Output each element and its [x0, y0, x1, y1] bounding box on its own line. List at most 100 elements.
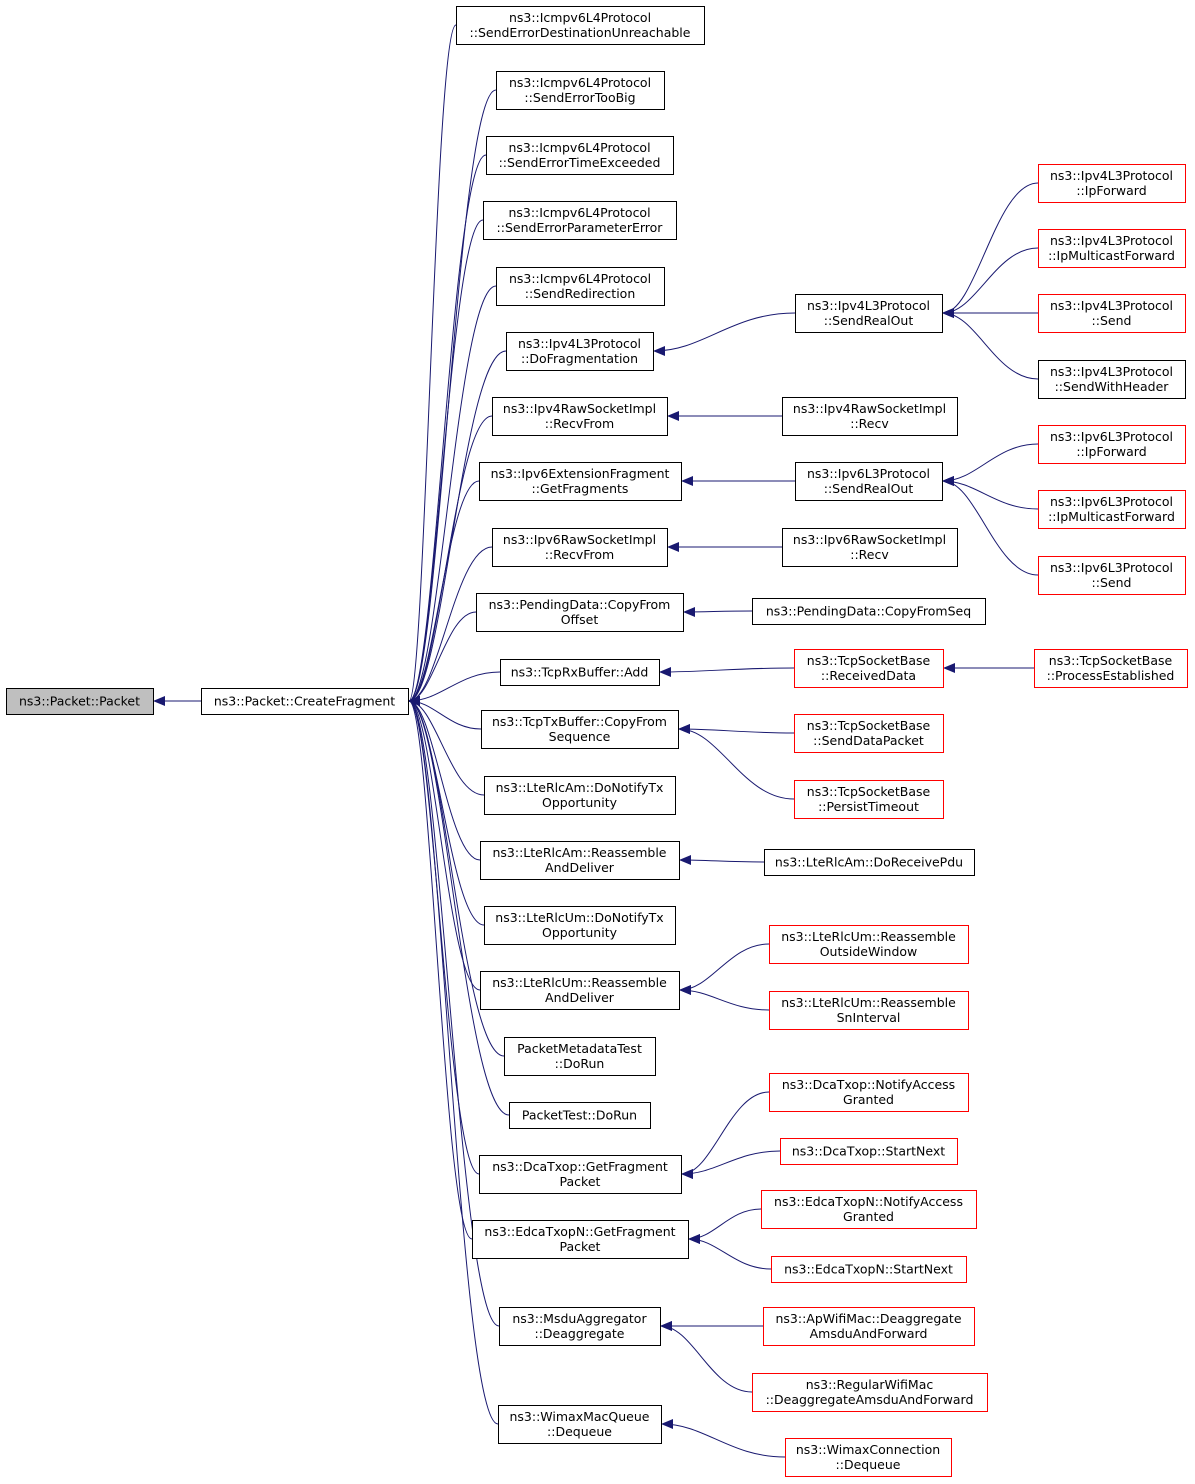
node-label-line: ns3::TcpSocketBase	[1049, 653, 1173, 668]
node-label-line: ns3::DcaTxop::StartNext	[792, 1144, 945, 1159]
node-pmt_dorun[interactable]: PacketMetadataTest::DoRun	[504, 1037, 656, 1076]
edge-icmp_redir-to-createfrag	[408, 285, 497, 706]
node-ipv4raw_recvfrom[interactable]: ns3::Ipv4RawSocketImpl::RecvFrom	[492, 397, 668, 436]
node-pt_dorun[interactable]: PacketTest::DoRun	[509, 1102, 651, 1129]
node-box	[752, 598, 986, 625]
node-label-line: ::SendRealOut	[824, 313, 914, 328]
node-label-line: ::Recv	[850, 547, 889, 562]
node-box	[1038, 229, 1186, 268]
node-ipv6_send[interactable]: ns3::Ipv6L3Protocol::Send	[1038, 556, 1186, 595]
node-label-line: ns3::TcpSocketBase	[807, 718, 931, 733]
node-ipv6_ipmcast[interactable]: ns3::Ipv6L3Protocol::IpMulticastForward	[1038, 490, 1186, 529]
node-ipv6_sendrealout[interactable]: ns3::Ipv6L3Protocol::SendRealOut	[795, 462, 943, 501]
node-label-line: Opportunity	[542, 795, 618, 810]
node-label-line: ::DeaggregateAmsduAndForward	[766, 1392, 974, 1407]
node-apwifi_deagg[interactable]: ns3::ApWifiMac::DeaggregateAmsduAndForwa…	[763, 1307, 975, 1346]
node-label-line: ns3::Ipv6RawSocketImpl	[793, 532, 946, 547]
edge-pending_copyseq-to-pending_copyoff	[683, 606, 753, 617]
node-label-line: ns3::EdcaTxopN::GetFragment	[484, 1224, 675, 1239]
edge-pt_dorun-to-createfrag	[408, 696, 510, 1116]
node-tcp_procest[interactable]: ns3::TcpSocketBase::ProcessEstablished	[1034, 649, 1188, 688]
node-label-line: Packet	[560, 1239, 601, 1254]
node-icmp_time[interactable]: ns3::Icmpv6L4Protocol::SendErrorTimeExce…	[486, 136, 674, 175]
node-label-line: ns3::TcpTxBuffer::CopyFrom	[492, 714, 667, 729]
edge-rlcum_reasm-to-createfrag	[408, 696, 481, 991]
node-box	[498, 1405, 662, 1444]
node-wimaxconn_deq[interactable]: ns3::WimaxConnection::Dequeue	[785, 1438, 952, 1477]
node-tcp_persist[interactable]: ns3::TcpSocketBase::PersistTimeout	[794, 780, 944, 819]
edge-ipv6ext_getfrag-to-createfrag	[408, 480, 480, 706]
node-label-line: Packet	[560, 1174, 601, 1189]
node-label-line: ns3::TcpRxBuffer::Add	[511, 665, 649, 680]
node-label-line: ::SendDataPacket	[813, 733, 924, 748]
node-label-line: ns3::Ipv4L3Protocol	[1050, 364, 1173, 379]
node-ipv4_ipmcast[interactable]: ns3::Ipv4L3Protocol::IpMulticastForward	[1038, 229, 1186, 268]
node-createfrag[interactable]: ns3::Packet::CreateFragment	[201, 688, 409, 715]
node-label-line: ns3::Ipv4L3Protocol	[1050, 298, 1173, 313]
node-tcprx_add[interactable]: ns3::TcpRxBuffer::Add	[500, 659, 660, 686]
node-label-line: ns3::Icmpv6L4Protocol	[509, 10, 651, 25]
edge-rlcum_sninterval-to-rlcum_reasm	[679, 985, 770, 1011]
node-box	[480, 971, 680, 1010]
node-edca_startnext[interactable]: ns3::EdcaTxopN::StartNext	[771, 1256, 967, 1283]
node-label-line: ns3::Ipv6L3Protocol	[1050, 494, 1173, 509]
node-box	[483, 201, 677, 240]
node-ipv6_ipforward[interactable]: ns3::Ipv6L3Protocol::IpForward	[1038, 425, 1186, 464]
node-box	[1038, 164, 1186, 203]
node-label-line: ns3::RegularWifiMac	[806, 1377, 934, 1392]
node-label-line: AmsduAndForward	[810, 1326, 928, 1341]
node-icmp_param[interactable]: ns3::Icmpv6L4Protocol::SendErrorParamete…	[483, 201, 677, 240]
edge-ipv6_send-to-ipv6_sendrealout	[942, 476, 1039, 576]
node-dca_startnext[interactable]: ns3::DcaTxop::StartNext	[780, 1138, 958, 1165]
node-ipv4_ipforward[interactable]: ns3::Ipv4L3Protocol::IpForward	[1038, 164, 1186, 203]
node-box	[1038, 556, 1186, 595]
node-label-line: ::DoFragmentation	[521, 351, 638, 366]
node-box	[769, 925, 969, 964]
node-ipv4_dofrag[interactable]: ns3::Ipv4L3Protocol::DoFragmentation	[506, 332, 654, 371]
node-ipv6raw_recv[interactable]: ns3::Ipv6RawSocketImpl::Recv	[782, 528, 958, 567]
node-icmp_redir[interactable]: ns3::Icmpv6L4Protocol::SendRedirection	[496, 267, 665, 306]
node-wimax_deq[interactable]: ns3::WimaxMacQueue::Dequeue	[498, 1405, 662, 1444]
node-label-line: ns3::PendingData::CopyFrom	[489, 597, 671, 612]
node-regwifi_deagg[interactable]: ns3::RegularWifiMac::DeaggregateAmsduAnd…	[752, 1373, 988, 1412]
node-tcp_senddata[interactable]: ns3::TcpSocketBase::SendDataPacket	[794, 714, 944, 753]
node-ipv4raw_recv[interactable]: ns3::Ipv4RawSocketImpl::Recv	[782, 397, 958, 436]
node-ipv4_send[interactable]: ns3::Ipv4L3Protocol::Send	[1038, 294, 1186, 333]
node-label-line: ::Dequeue	[836, 1457, 901, 1472]
node-rlcam_dorecv[interactable]: ns3::LteRlcAm::DoReceivePdu	[764, 849, 975, 876]
node-ipv4_sendhdr[interactable]: ns3::Ipv4L3Protocol::SendWithHeader	[1038, 360, 1186, 399]
edge-ipv4_dofrag-to-createfrag	[408, 350, 507, 706]
node-ipv4_sendrealout[interactable]: ns3::Ipv4L3Protocol::SendRealOut	[795, 294, 943, 333]
edge-edca_startnext-to-edca_getfrag	[688, 1234, 772, 1270]
node-label-line: ns3::LteRlcUm::Reassemble	[781, 929, 956, 944]
edge-icmp_time-to-createfrag	[408, 154, 487, 706]
node-box	[476, 593, 684, 632]
node-ipv6raw_recvfrom[interactable]: ns3::Ipv6RawSocketImpl::RecvFrom	[492, 528, 668, 567]
node-msdu_deagg[interactable]: ns3::MsduAggregator::Deaggregate	[499, 1307, 661, 1346]
node-label-line: ::DoRun	[555, 1056, 605, 1071]
node-label-line: ns3::Ipv4RawSocketImpl	[793, 401, 946, 416]
node-icmp_dest[interactable]: ns3::Icmpv6L4Protocol::SendErrorDestinat…	[456, 6, 705, 45]
node-label-line: ns3::Ipv4L3Protocol	[518, 336, 641, 351]
node-pending_copyseq[interactable]: ns3::PendingData::CopyFromSeq	[752, 598, 986, 625]
node-box	[769, 1073, 969, 1112]
node-label-line: ::SendErrorParameterError	[497, 220, 664, 235]
node-tcp_recvdata[interactable]: ns3::TcpSocketBase::ReceivedData	[794, 649, 944, 688]
node-box	[479, 462, 682, 501]
node-label-line: PacketMetadataTest	[517, 1041, 642, 1056]
node-icmp_big[interactable]: ns3::Icmpv6L4Protocol::SendErrorTooBig	[496, 71, 665, 110]
node-box	[496, 267, 665, 306]
node-ipv6ext_getfrag[interactable]: ns3::Ipv6ExtensionFragment::GetFragments	[479, 462, 682, 501]
